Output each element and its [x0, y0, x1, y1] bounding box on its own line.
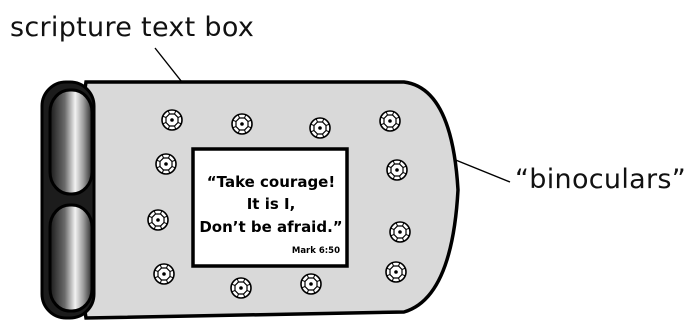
- jewel-icon: [230, 277, 252, 299]
- jewel-icon: [309, 117, 331, 139]
- scripture-text-box-label: scripture text box: [10, 12, 255, 43]
- verse-line-2: It is I,: [247, 195, 296, 213]
- verse-line-3: Don’t be afraid.”: [199, 218, 342, 236]
- jewel-icon: [300, 273, 322, 295]
- verse-line-1: “Take courage!: [207, 173, 335, 191]
- jewel-decorations: [147, 109, 411, 299]
- lower-lens-tube: [48, 203, 94, 313]
- binoculars-label: “binoculars”: [515, 164, 687, 195]
- jewel-icon: [389, 221, 411, 243]
- jewel-icon: [153, 263, 175, 285]
- jewel-icon: [379, 110, 401, 132]
- upper-lens-tube: [48, 88, 94, 196]
- jewel-icon: [155, 153, 177, 175]
- jewel-icon: [385, 261, 407, 283]
- jewel-icon: [161, 109, 183, 131]
- scripture-text-box: [191, 147, 349, 268]
- jewel-icon: [147, 209, 169, 231]
- verse-reference: Mark 6:50: [292, 246, 340, 256]
- jewel-icon: [386, 159, 408, 181]
- jewel-icon: [231, 113, 253, 135]
